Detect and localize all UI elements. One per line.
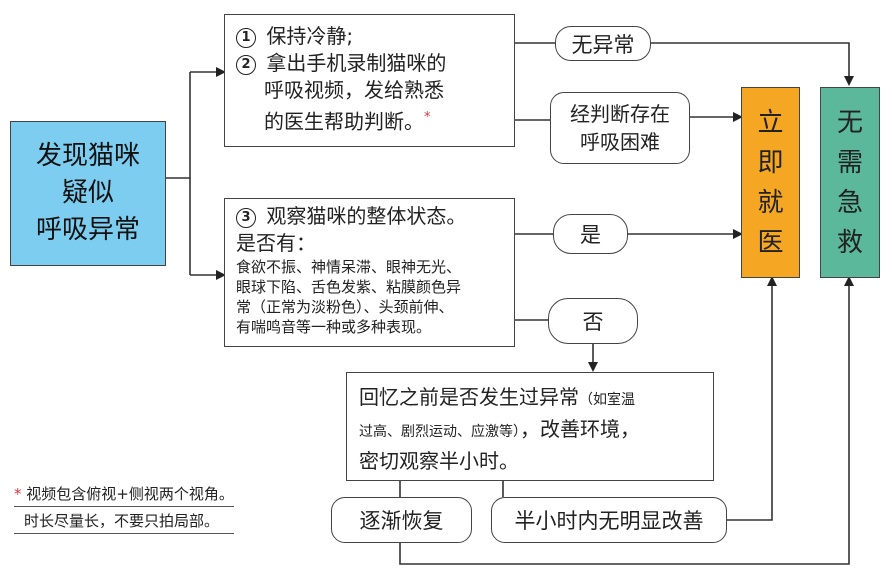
- symptom-line-4: 有喘鸣音等一种或多种表现。: [236, 318, 432, 336]
- start-line-1: 发现猫咪: [35, 141, 140, 171]
- step-2-line-2: 呼吸视频，发给熟悉: [264, 78, 444, 102]
- start-line-3: 呼吸异常: [35, 215, 140, 245]
- recall-example-1: （如室温: [579, 392, 635, 408]
- difficulty-line-1: 经判断存在: [570, 102, 670, 126]
- step-3-marker: 3: [236, 208, 256, 228]
- step-1-marker: 1: [236, 28, 256, 48]
- recover-box: 逐渐恢复: [331, 497, 472, 543]
- step12-box: 1 保持冷静; 2 拿出手机录制猫咪的 呼吸视频，发给熟悉 的医生帮助判断。*: [224, 14, 515, 147]
- recall-line-3: 密切观察半小时。: [359, 449, 519, 473]
- difficulty-label: 经判断存在 呼吸困难: [550, 92, 690, 164]
- noemergency-text: 无需急救: [837, 107, 864, 258]
- recall-example-2: 过高、剧烈运动、应激等）: [359, 424, 520, 440]
- noimprove-to-vet-arrow: [727, 276, 777, 521]
- symptom-line-3: 常（正常为淡粉色）、头颈前伸、: [236, 298, 454, 316]
- footnote-star: *: [424, 110, 431, 125]
- noimprove-box: 半小时内无明显改善: [491, 497, 727, 543]
- step-1-text: 保持冷静;: [266, 24, 354, 48]
- recall-line-2: ，改善环境，: [520, 417, 640, 441]
- step-2-marker: 2: [236, 55, 256, 75]
- recover-to-noemergency-arrow: [399, 276, 854, 565]
- yes-label: 是: [553, 214, 628, 254]
- step-2-line-1: 拿出手机录制猫咪的: [266, 51, 447, 75]
- step3-box: 3 观察猫咪的整体状态。 是否有： 食欲不振、神情呆滞、眼神无光、 眼球下陷、舌…: [224, 198, 515, 347]
- normal-label: 无异常: [555, 26, 651, 61]
- start-line-2: 疑似: [61, 178, 114, 208]
- step-3-subtitle: 是否有：: [236, 231, 316, 255]
- start-box: 发现猫咪 疑似 呼吸异常: [10, 121, 166, 266]
- symptom-line-1: 食欲不振、神情呆滞、眼神无光、: [236, 258, 462, 276]
- footnote-line-1: 视频包含俯视+侧视两个视角。: [26, 485, 234, 503]
- step-2-line-3: 的医生帮助判断。: [264, 109, 424, 134]
- vet-text: 立即就医: [757, 107, 784, 258]
- vet-box: 立即就医: [741, 87, 800, 278]
- recall-line-1: 回忆之前是否发生过异常: [359, 385, 579, 409]
- difficulty-line-2: 呼吸困难: [580, 130, 660, 154]
- footnote-line-2: 时长尽量长，不要只拍局部。: [24, 512, 220, 530]
- symptom-line-2: 眼球下陷、舌色发紫、粘膜颜色异: [236, 278, 462, 296]
- recall-box: 回忆之前是否发生过异常（如室温 过高、剧烈运动、应激等），改善环境， 密切观察半…: [346, 372, 714, 481]
- footnote: * 视频包含俯视+侧视两个视角。 时长尽量长，不要只拍局部。: [14, 484, 234, 534]
- noemergency-box: 无需急救: [820, 87, 880, 278]
- normal-to-noemergency-arrow: [651, 42, 854, 86]
- no-label: 否: [548, 298, 638, 344]
- step-3-title: 观察猫咪的整体状态。: [266, 204, 467, 228]
- footnote-note-star: *: [14, 485, 22, 503]
